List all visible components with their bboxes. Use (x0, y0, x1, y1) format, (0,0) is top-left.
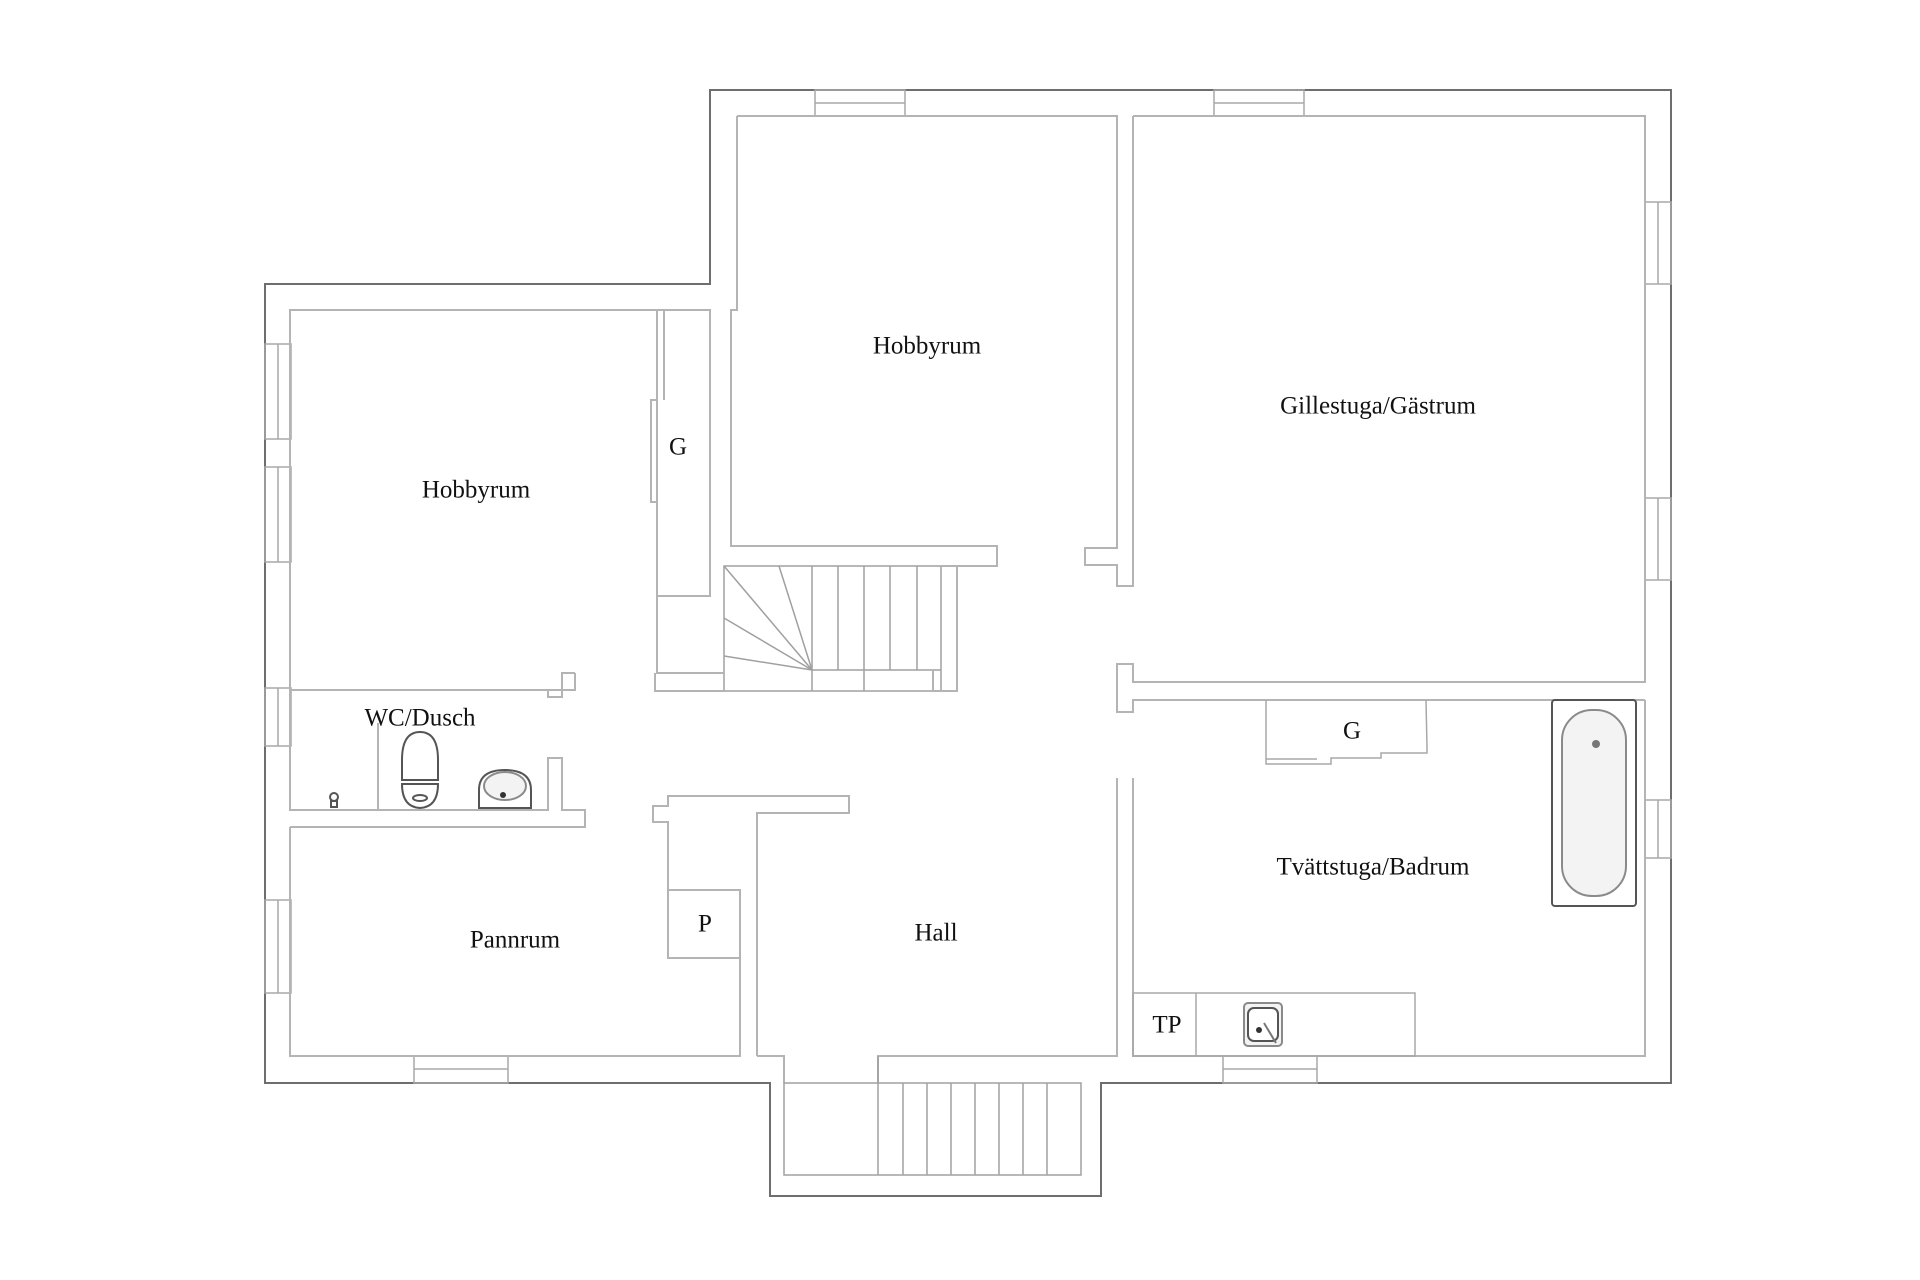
entrance-staircase (783, 1056, 1082, 1176)
room-hobbyrum-left-walls (289, 309, 711, 691)
exterior-wall (264, 89, 1672, 1197)
label-p: P (698, 910, 712, 938)
internal-staircase (723, 565, 942, 692)
window-left-2 (264, 466, 292, 563)
room-label-tvattstuga: Tvättstuga/Badrum (1276, 853, 1470, 881)
sink-icon (478, 768, 532, 809)
window-right-2 (1644, 497, 1672, 581)
room-label-hall: Hall (914, 919, 958, 947)
window-bottom-pannrum (413, 1055, 509, 1084)
hobby-center-left-wall (730, 116, 998, 567)
window-right-bath (1644, 799, 1672, 859)
room-hobbyrum-center-walls (737, 115, 1134, 587)
room-label-gillestuga: Gillestuga/Gästrum (1280, 392, 1476, 420)
pannrum-top-wall (652, 795, 850, 1056)
room-label-hobbyrum-left: Hobbyrum (421, 476, 531, 504)
closet-g-left (650, 310, 665, 596)
wc-top-wall-return (547, 672, 575, 698)
laundry-counter (1132, 992, 1416, 1057)
floor-drain-icon (329, 792, 339, 808)
window-top-center (814, 89, 906, 117)
window-right-1 (1644, 201, 1672, 285)
room-label-pannrum: Pannrum (469, 926, 561, 954)
utility-sink-icon (1243, 1002, 1283, 1047)
closet-label-g-left: G (668, 433, 688, 461)
label-tp: TP (1152, 1011, 1182, 1039)
room-wc-walls (289, 690, 586, 828)
window-top-right (1213, 89, 1305, 117)
bathtub-icon (1551, 699, 1637, 907)
window-left-1 (264, 343, 292, 440)
window-left-wc (264, 687, 292, 747)
room-label-wc-dusch: WC/Dusch (364, 704, 476, 732)
closet-g-laundry (1265, 699, 1428, 765)
window-left-pannrum (264, 899, 292, 994)
closet-label-g-laundry: G (1342, 717, 1362, 745)
stair-side-walls (654, 565, 958, 692)
room-label-hobbyrum-center: Hobbyrum (872, 332, 982, 360)
toilet-icon (400, 730, 440, 810)
room-pannrum-walls (289, 827, 741, 1057)
window-bottom-laundry (1222, 1055, 1318, 1084)
